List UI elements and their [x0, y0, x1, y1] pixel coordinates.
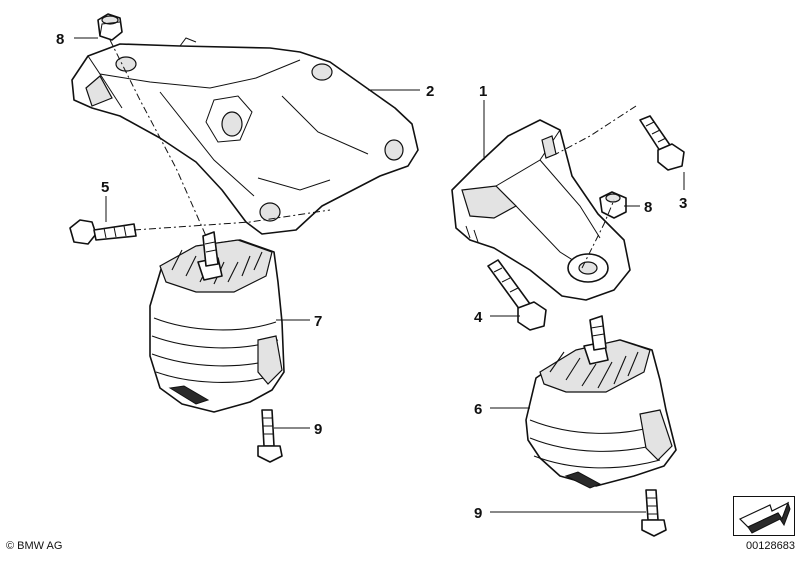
bolt-3[interactable]: [639, 115, 685, 171]
callout-2[interactable]: 2: [426, 83, 434, 100]
callout-6[interactable]: 6: [474, 401, 482, 418]
callout-8-left[interactable]: 8: [56, 31, 64, 48]
next-page-button[interactable]: [733, 496, 795, 536]
bolt-9-right[interactable]: [641, 489, 667, 537]
engine-mount-6[interactable]: [525, 315, 677, 489]
callout-3[interactable]: 3: [679, 195, 687, 212]
callout-5[interactable]: 5: [101, 179, 109, 196]
bolt-5[interactable]: [69, 219, 137, 245]
bolt-4[interactable]: [487, 259, 547, 331]
callout-7[interactable]: 7: [314, 313, 322, 330]
callout-8-right[interactable]: 8: [644, 199, 652, 216]
nut-8-left[interactable]: [97, 13, 123, 41]
callout-4[interactable]: 4: [474, 309, 483, 326]
callout-1[interactable]: 1: [479, 83, 487, 100]
engine-support-bracket-2[interactable]: [71, 37, 419, 235]
diagram-id-label: 00128683: [746, 540, 795, 552]
nut-8-right[interactable]: [599, 191, 627, 219]
bolt-9-left[interactable]: [257, 409, 283, 463]
arrow-next-icon: [738, 501, 791, 534]
callout-9-left[interactable]: 9: [314, 421, 322, 438]
callout-9-right[interactable]: 9: [474, 505, 482, 522]
copyright-text: © BMW AG: [6, 540, 63, 552]
engine-mount-7[interactable]: [149, 231, 285, 413]
